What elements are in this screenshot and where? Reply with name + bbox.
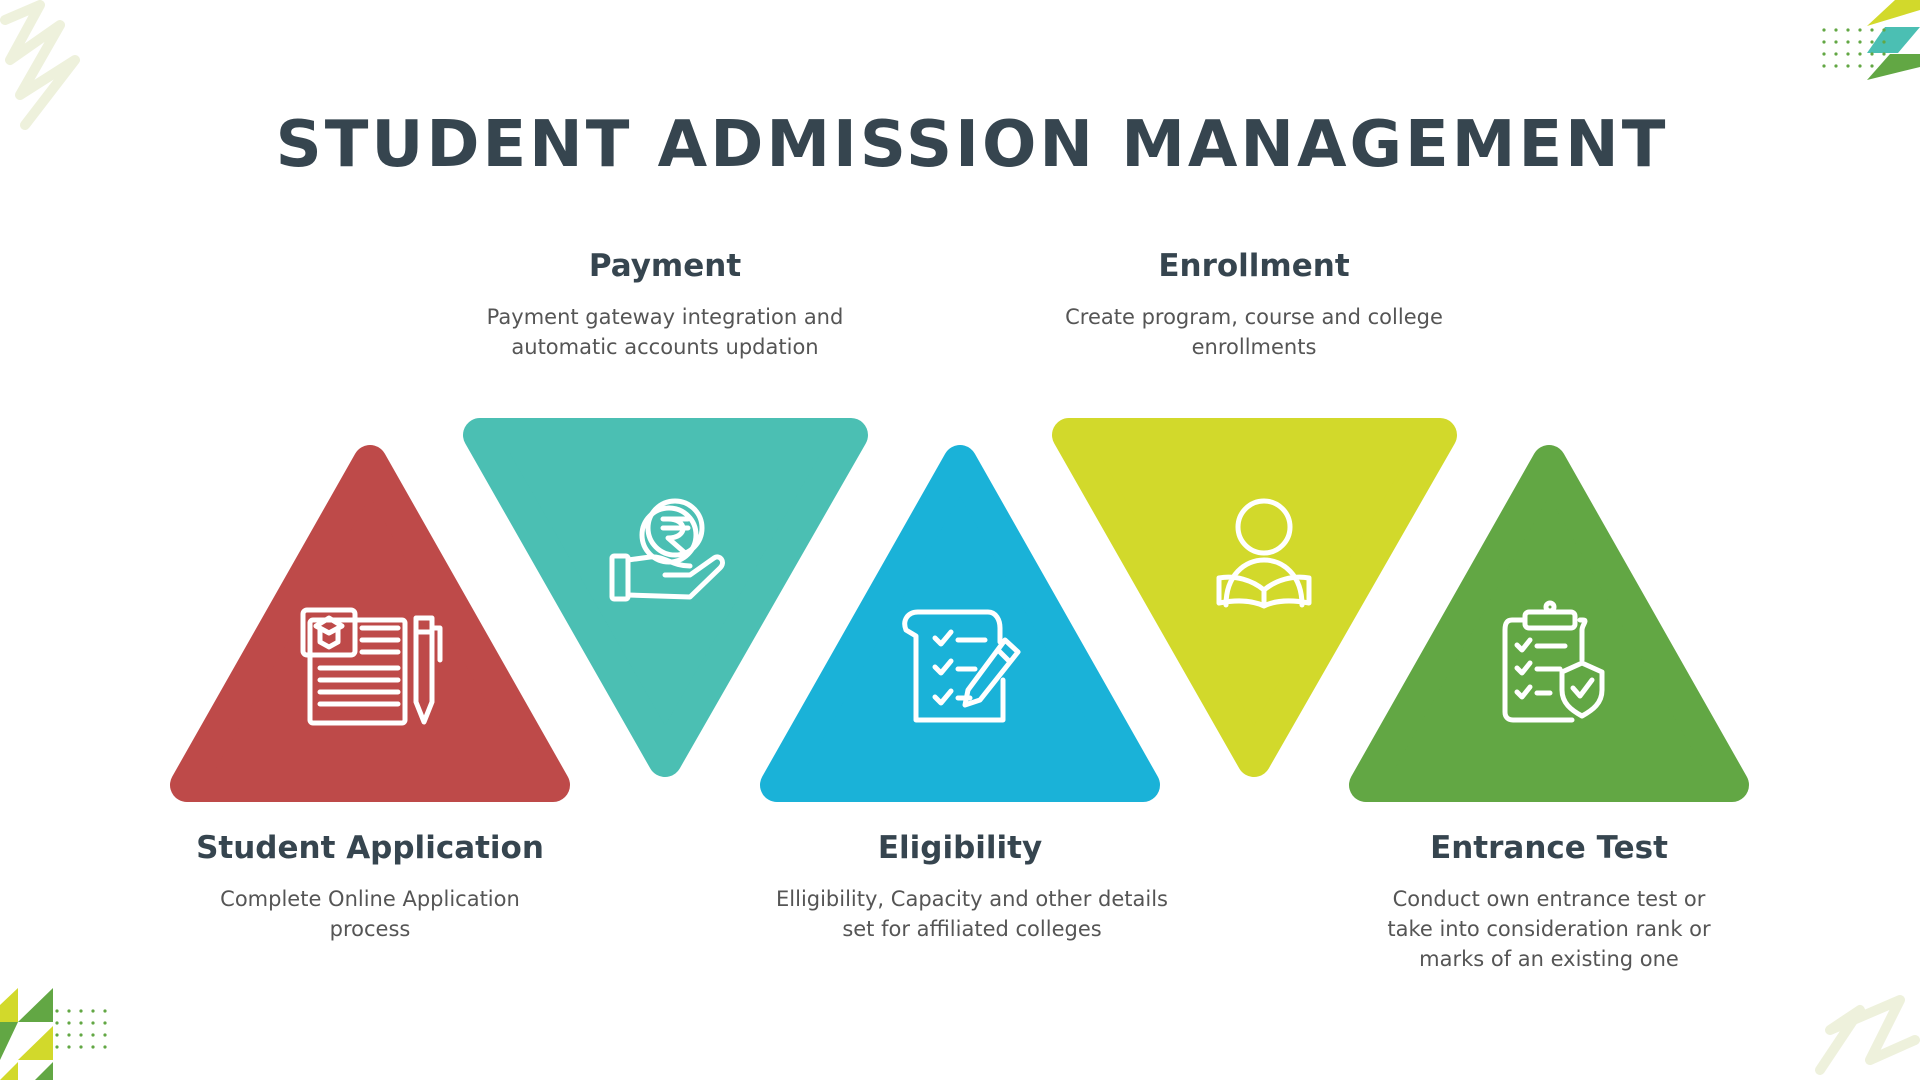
dot (79, 1045, 83, 1049)
step-enrollment: Enrollment Create program, course and co… (1034, 248, 1474, 362)
step-description: Payment gateway integration and automatic… (445, 302, 885, 362)
dot (103, 1021, 107, 1025)
rupee-hand-icon (609, 498, 725, 602)
step-description: Elligibility, Capacity and other details… (764, 884, 1180, 944)
scribble-decoration (0, 0, 80, 130)
step-eligibility: Eligibility Elligibility, Capacity and o… (740, 830, 1180, 944)
step-entrance-test: Entrance Test Conduct own entrance test … (1329, 830, 1769, 974)
dot (67, 1021, 71, 1025)
triangle-student-application (170, 445, 570, 802)
dot (91, 1021, 95, 1025)
dot (1870, 28, 1874, 32)
dot (55, 1021, 59, 1025)
triangles-decoration (0, 988, 53, 1080)
dot (1858, 64, 1862, 68)
dot (1822, 28, 1826, 32)
stripes-decoration (1867, 0, 1920, 80)
description-line: automatic accounts updation (511, 335, 819, 359)
application-form-icon (300, 607, 443, 726)
dots-decoration (55, 1009, 107, 1049)
dot (1846, 64, 1850, 68)
dot (67, 1033, 71, 1037)
dot (67, 1009, 71, 1013)
description-line: Create program, course and college (1065, 305, 1443, 329)
dot (1834, 64, 1838, 68)
dot (103, 1009, 107, 1013)
dot (55, 1009, 59, 1013)
step-description: Create program, course and college enroll… (1034, 302, 1474, 362)
dot (1870, 40, 1874, 44)
step-heading: Student Application (196, 830, 544, 866)
dot (1882, 64, 1886, 68)
dot (91, 1045, 95, 1049)
person-reading-icon (1216, 498, 1312, 609)
description-line: process (329, 917, 411, 941)
dot (1858, 28, 1862, 32)
step-heading: Payment (588, 248, 742, 284)
description-line: marks of an existing one (1419, 947, 1679, 971)
scribble-decoration (1815, 995, 1920, 1075)
dot (1870, 52, 1874, 56)
dot (1822, 52, 1826, 56)
dot (79, 1009, 83, 1013)
dot (103, 1033, 107, 1037)
step-payment: Payment Payment gateway integration and a… (445, 248, 885, 362)
dot (91, 1033, 95, 1037)
dot (1834, 52, 1838, 56)
dot (1882, 52, 1886, 56)
checklist-pen-icon (902, 609, 1021, 723)
description-line: set for affiliated colleges (842, 917, 1102, 941)
dot (1822, 64, 1826, 68)
dot (1846, 28, 1850, 32)
description-line: Conduct own entrance test or (1392, 887, 1706, 911)
step-heading: Enrollment (1158, 248, 1350, 284)
dot (1834, 40, 1838, 44)
dot (1858, 40, 1862, 44)
dot (79, 1033, 83, 1037)
dot (79, 1021, 83, 1025)
step-description: Complete Online Application process (150, 884, 590, 944)
dot (1882, 28, 1886, 32)
step-heading: Entrance Test (1430, 830, 1668, 866)
description-line: Payment gateway integration and (486, 305, 844, 329)
dot (1846, 52, 1850, 56)
dots-decoration (1822, 28, 1886, 68)
dot (103, 1045, 107, 1049)
dot (1822, 40, 1826, 44)
clipboard-shield-icon (1502, 600, 1605, 723)
dot (1834, 28, 1838, 32)
dot (1846, 40, 1850, 44)
step-description: Conduct own entrance test or take into co… (1329, 884, 1769, 974)
dot (91, 1009, 95, 1013)
dot (67, 1045, 71, 1049)
description-line: Complete Online Application (220, 887, 520, 911)
dot (1858, 52, 1862, 56)
page-title: STUDENT ADMISSION MANAGEMENT (275, 108, 1669, 182)
triangle-eligibility (760, 445, 1160, 802)
dot (55, 1045, 59, 1049)
triangle-enrollment (1052, 418, 1457, 777)
dot (1870, 64, 1874, 68)
description-line: enrollments (1191, 335, 1317, 359)
step-heading: Eligibility (877, 830, 1043, 866)
description-line: Elligibility, Capacity and other details (776, 887, 1168, 911)
dot (1882, 40, 1886, 44)
step-student-application: Student Application Complete Online Appl… (150, 830, 590, 944)
dot (55, 1033, 59, 1037)
triangle-entrance-test (1349, 445, 1749, 802)
description-line: take into consideration rank or (1387, 917, 1711, 941)
